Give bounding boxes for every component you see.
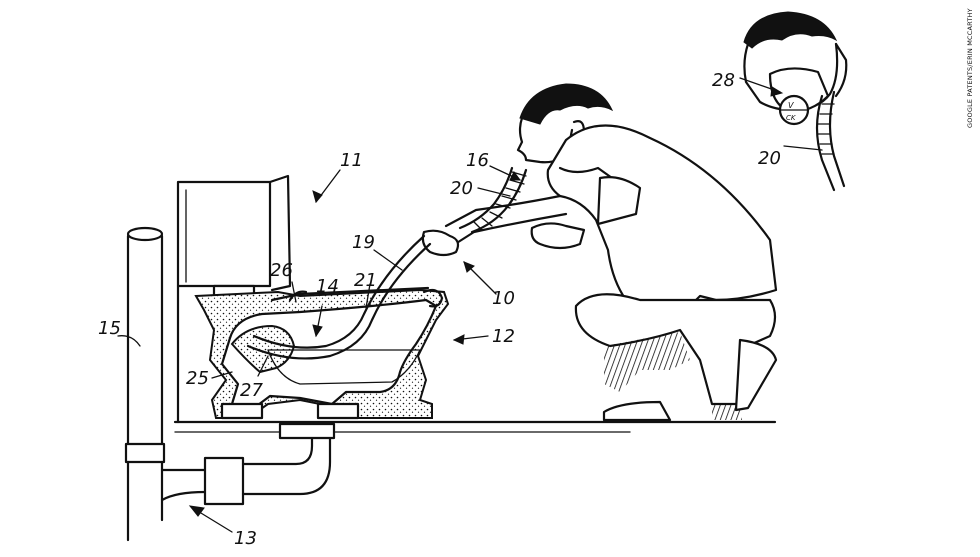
inset-mask-head: V CK bbox=[743, 11, 848, 192]
label-15: 15 bbox=[98, 318, 121, 339]
label-21: 21 bbox=[354, 270, 377, 291]
man-figure bbox=[421, 83, 778, 422]
flexible-hose bbox=[246, 234, 432, 360]
hose-ribs bbox=[473, 171, 527, 231]
label-27: 27 bbox=[240, 380, 263, 401]
photo-credit: GOOGLE PATENTS/ERIN MCCARTHY bbox=[966, 8, 974, 128]
leader-lines bbox=[117, 77, 823, 533]
label-13: 13 bbox=[234, 528, 257, 549]
toilet-tank bbox=[176, 174, 292, 424]
label-26: 26 bbox=[270, 260, 293, 281]
label-11: 11 bbox=[340, 150, 363, 171]
label-28: 28 bbox=[712, 70, 735, 91]
valve-label-top: V bbox=[788, 101, 794, 110]
label-20-main: 20 bbox=[450, 178, 473, 199]
label-14: 14 bbox=[316, 276, 339, 297]
label-25: 25 bbox=[186, 368, 209, 389]
label-19: 19 bbox=[352, 232, 375, 253]
floor-line bbox=[173, 420, 777, 433]
label-20-inset: 20 bbox=[758, 148, 781, 169]
label-16: 16 bbox=[466, 150, 489, 171]
reference-numerals: 11 12 10 16 20 19 26 14 21 25 27 15 13 2… bbox=[98, 70, 781, 549]
wall-pipe bbox=[124, 226, 166, 542]
label-12: 12 bbox=[492, 326, 515, 347]
toilet-bowl bbox=[194, 286, 450, 420]
valve-label-bottom: CK bbox=[786, 114, 797, 122]
label-10: 10 bbox=[492, 288, 515, 309]
floor-drain-pipe bbox=[160, 422, 336, 506]
